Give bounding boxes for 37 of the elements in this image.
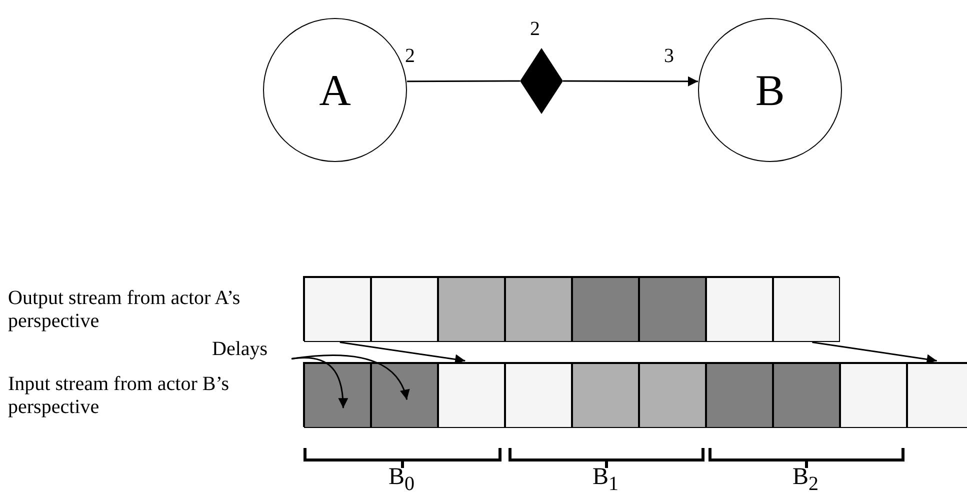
arrow — [812, 342, 937, 364]
stream-cell — [505, 363, 572, 428]
block-label: B$_{0}$ — [388, 466, 415, 495]
arrow — [291, 357, 348, 408]
actor-circle: A — [263, 18, 407, 162]
stream-cell — [438, 277, 505, 342]
stream-cell — [572, 363, 639, 428]
stream-cell — [907, 363, 967, 428]
arrow — [340, 342, 466, 364]
stream-cell — [639, 363, 706, 428]
stream-cell — [639, 277, 706, 342]
arrow — [291, 354, 410, 400]
edge-label: 2 — [405, 45, 415, 68]
annotation-text: Delays — [212, 338, 294, 364]
block-label: B$_{2}$ — [792, 466, 819, 495]
stream-cell — [371, 277, 438, 342]
stream-cell — [773, 277, 840, 342]
stream-caption: Output stream from actor A’s perspective — [8, 287, 242, 333]
stream-cell — [304, 363, 371, 428]
stream-cell — [706, 363, 773, 428]
stream-cell — [438, 363, 505, 428]
stream-bar — [303, 276, 839, 341]
block-label: B$_{1}$ — [592, 466, 619, 495]
stream-cell — [706, 277, 773, 342]
stream-caption: Input stream from actor B’s perspective — [8, 373, 230, 419]
delay-count: 2 — [530, 18, 540, 41]
stream-cell — [773, 363, 840, 428]
arrow — [563, 76, 698, 86]
stream-cell — [840, 363, 907, 428]
actor-circle: B — [698, 18, 842, 162]
stream-cell — [505, 277, 572, 342]
stream-cell — [371, 363, 438, 428]
delay-diamond — [520, 48, 563, 114]
stream-cell — [572, 277, 639, 342]
stream-bar — [303, 362, 967, 427]
stream-cell — [304, 277, 371, 342]
edge-label: 3 — [664, 45, 674, 68]
